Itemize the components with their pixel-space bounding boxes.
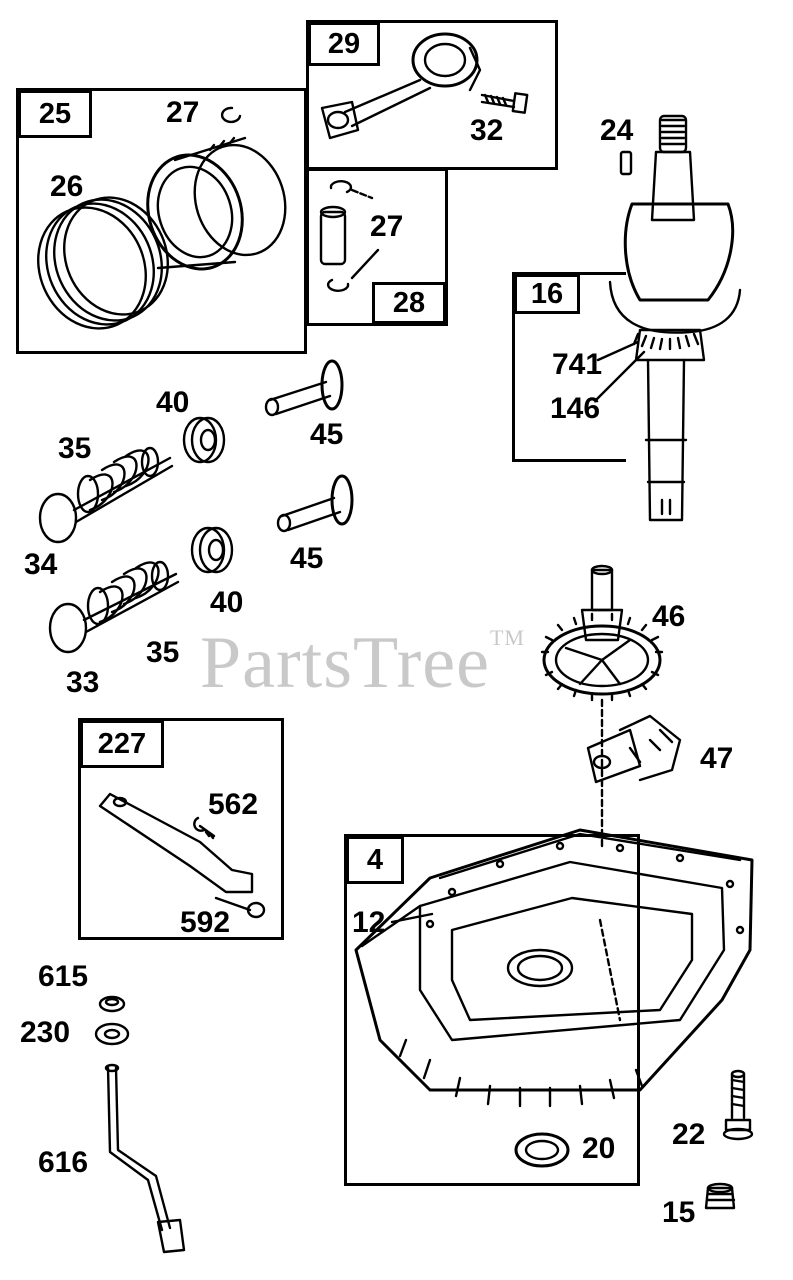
part-label-22-bolt: 22 [672, 1118, 706, 1151]
part-label-27-pin-clips: 27 [370, 210, 404, 243]
part-label-27-clip: 27 [166, 96, 200, 129]
part-label-615-seal: 615 [38, 960, 89, 993]
leader-lines-crank [594, 340, 646, 402]
part-label-40-upper: 40 [156, 386, 190, 419]
oil-seal-drawing [514, 1132, 570, 1168]
valve-guide-lower-drawing [276, 474, 354, 533]
part-label-45-lower: 45 [290, 542, 324, 575]
part-label-616-dipstick: 616 [38, 1146, 89, 1179]
part-label-45-upper: 45 [310, 418, 344, 451]
oil-drain-plug-drawing [704, 1182, 736, 1210]
group-16-tag: 16 [514, 274, 580, 314]
group-227-tag: 227 [80, 720, 164, 768]
exhaust-valve-spring-drawing [38, 446, 174, 544]
piston-pin-drawing [319, 180, 380, 292]
part-label-24-key: 24 [600, 114, 634, 147]
dipstick-seal-drawing [98, 995, 126, 1013]
group-29-tag: 29 [308, 22, 380, 66]
part-label-562-screw: 562 [208, 788, 259, 821]
group-28-tag: 28 [372, 282, 446, 324]
crankshaft-drawing [608, 114, 742, 522]
part-label-230-washer: 230 [20, 1016, 71, 1049]
part-label-33-valve: 33 [66, 666, 100, 699]
part-label-40-lower: 40 [210, 586, 244, 619]
group-25-piston-box [16, 88, 307, 354]
part-label-741-gear: 741 [552, 348, 603, 381]
part-label-146-gear: 146 [550, 392, 601, 425]
part-label-35-upper: 35 [58, 432, 92, 465]
crankcase-sump-drawing [354, 828, 754, 1108]
part-label-20-seal: 20 [582, 1132, 616, 1165]
part-label-15-plug: 15 [662, 1196, 696, 1229]
tappet-lower-drawing [190, 526, 234, 574]
leader-line-12 [390, 912, 434, 924]
part-label-26-rings: 26 [50, 170, 84, 203]
part-label-12-gasket: 12 [352, 906, 386, 939]
dipstick-tube-drawing [104, 1063, 186, 1254]
group-227-governor-box [78, 718, 284, 940]
group-16-crankshaft-box [512, 272, 626, 462]
tappet-upper-drawing [182, 416, 226, 464]
part-label-46-cam-gear: 46 [652, 600, 686, 633]
connecting-rod-drawing [320, 32, 482, 140]
part-label-47-governor: 47 [700, 742, 734, 775]
watermark-text: PartsTree [200, 622, 490, 704]
rod-bolt-drawing [480, 92, 529, 114]
part-label-592-nut: 592 [180, 906, 231, 939]
leader-line-592 [214, 896, 252, 912]
dipstick-washer-drawing [94, 1022, 130, 1046]
retaining-clip-drawing [220, 106, 242, 124]
piston-rings-drawing [37, 196, 169, 330]
group-4-tag: 4 [346, 836, 404, 884]
watermark: PartsTreeTM [200, 598, 525, 703]
part-label-34-valve: 34 [24, 548, 58, 581]
crankshaft-key-drawing [619, 150, 633, 176]
camshaft-gear-drawing [540, 564, 664, 702]
part-label-32-bolt: 32 [470, 114, 504, 147]
intake-valve-spring-drawing [48, 560, 180, 654]
sump-bolt-drawing [722, 1069, 754, 1141]
valve-guide-upper-drawing [264, 359, 344, 417]
group-25-tag: 25 [18, 90, 92, 138]
trademark-mark: TM [489, 625, 525, 650]
piston-drawing [146, 136, 287, 271]
governor-lever-drawing [98, 792, 254, 894]
part-label-35-lower: 35 [146, 636, 180, 669]
governor-assembly-drawing [586, 714, 682, 784]
group-28-piston-pin-box [306, 168, 448, 326]
